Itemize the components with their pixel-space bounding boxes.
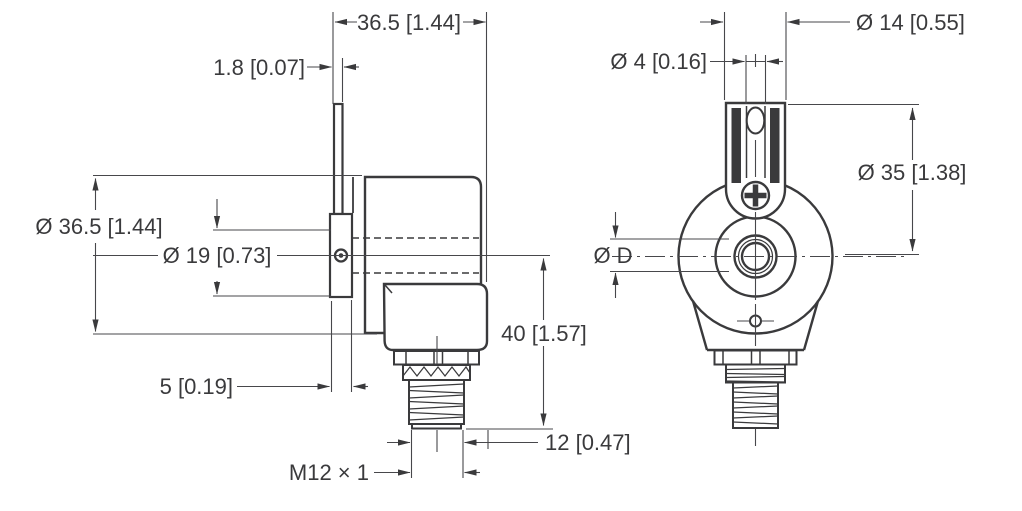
ext-lines-tether-height	[788, 103, 919, 256]
tether-arm-slot-bar-right	[770, 108, 780, 183]
ext-lines-thread	[410, 430, 489, 478]
dim-label-hub-depth: 5 [0.19]	[160, 374, 233, 399]
dim-label-thread-diameter: 12 [0.47]	[545, 430, 631, 455]
tether-flange-side	[332, 102, 344, 216]
set-screw-centermarks	[737, 313, 774, 329]
front-view: Ø 14 [0.55] Ø 4 [0.16] Ø 35 [1.38] Ø D	[593, 10, 966, 446]
phillips-cross	[744, 184, 767, 207]
tether-slot-hole	[745, 106, 766, 135]
thread-runout-side	[402, 364, 471, 381]
ext-lines-hub-depth	[330, 300, 353, 392]
thread-runout-zigzag	[402, 365, 471, 378]
housing-chamfer-line	[384, 284, 393, 294]
thread-lines-front	[732, 385, 779, 425]
ext-lines-bore	[610, 238, 729, 273]
dim-label-thread-spec: M12 × 1	[289, 460, 369, 485]
dim-label-shaft-bore: Ø D	[593, 243, 632, 268]
front-view-outline	[612, 101, 906, 446]
side-view: 36.5 [1.44] 1.8 [0.07] Ø 36.5 [1.44] Ø 1…	[35, 10, 630, 485]
collar-notches-front	[722, 350, 790, 365]
front-view-dimensions	[610, 12, 919, 298]
dim-label-connector-length: 40 [1.57]	[501, 321, 587, 346]
dim-label-tether-height: Ø 35 [1.38]	[858, 160, 967, 185]
dim-label-housing-width: 36.5 [1.44]	[357, 10, 461, 35]
side-view-outline	[328, 102, 489, 430]
connector-collar-front	[713, 349, 798, 366]
thread-zigzag-lines	[408, 383, 465, 421]
tether-arm-slot-bar-left	[731, 108, 741, 183]
dim-label-tether-width: Ø 14 [0.55]	[856, 10, 965, 35]
side-view-dimensions	[92, 12, 553, 478]
ext-lines-slot	[745, 54, 767, 104]
ext-lines-hub	[213, 229, 331, 297]
dim-label-slot-width: Ø 4 [0.16]	[610, 49, 707, 74]
connector-housing-side	[382, 282, 489, 352]
ext-lines-tether-width	[723, 12, 787, 100]
thread-tip-side	[411, 423, 462, 430]
dim-label-hub-diameter: Ø 19 [0.73]	[163, 243, 272, 268]
nut-hatch-lines	[725, 367, 786, 383]
m12-thread-front	[732, 381, 779, 429]
collar-notch-lines	[405, 351, 469, 365]
dim-label-body-diameter: Ø 36.5 [1.44]	[35, 214, 162, 239]
dim-label-flange-thickness: 1.8 [0.07]	[213, 55, 305, 80]
